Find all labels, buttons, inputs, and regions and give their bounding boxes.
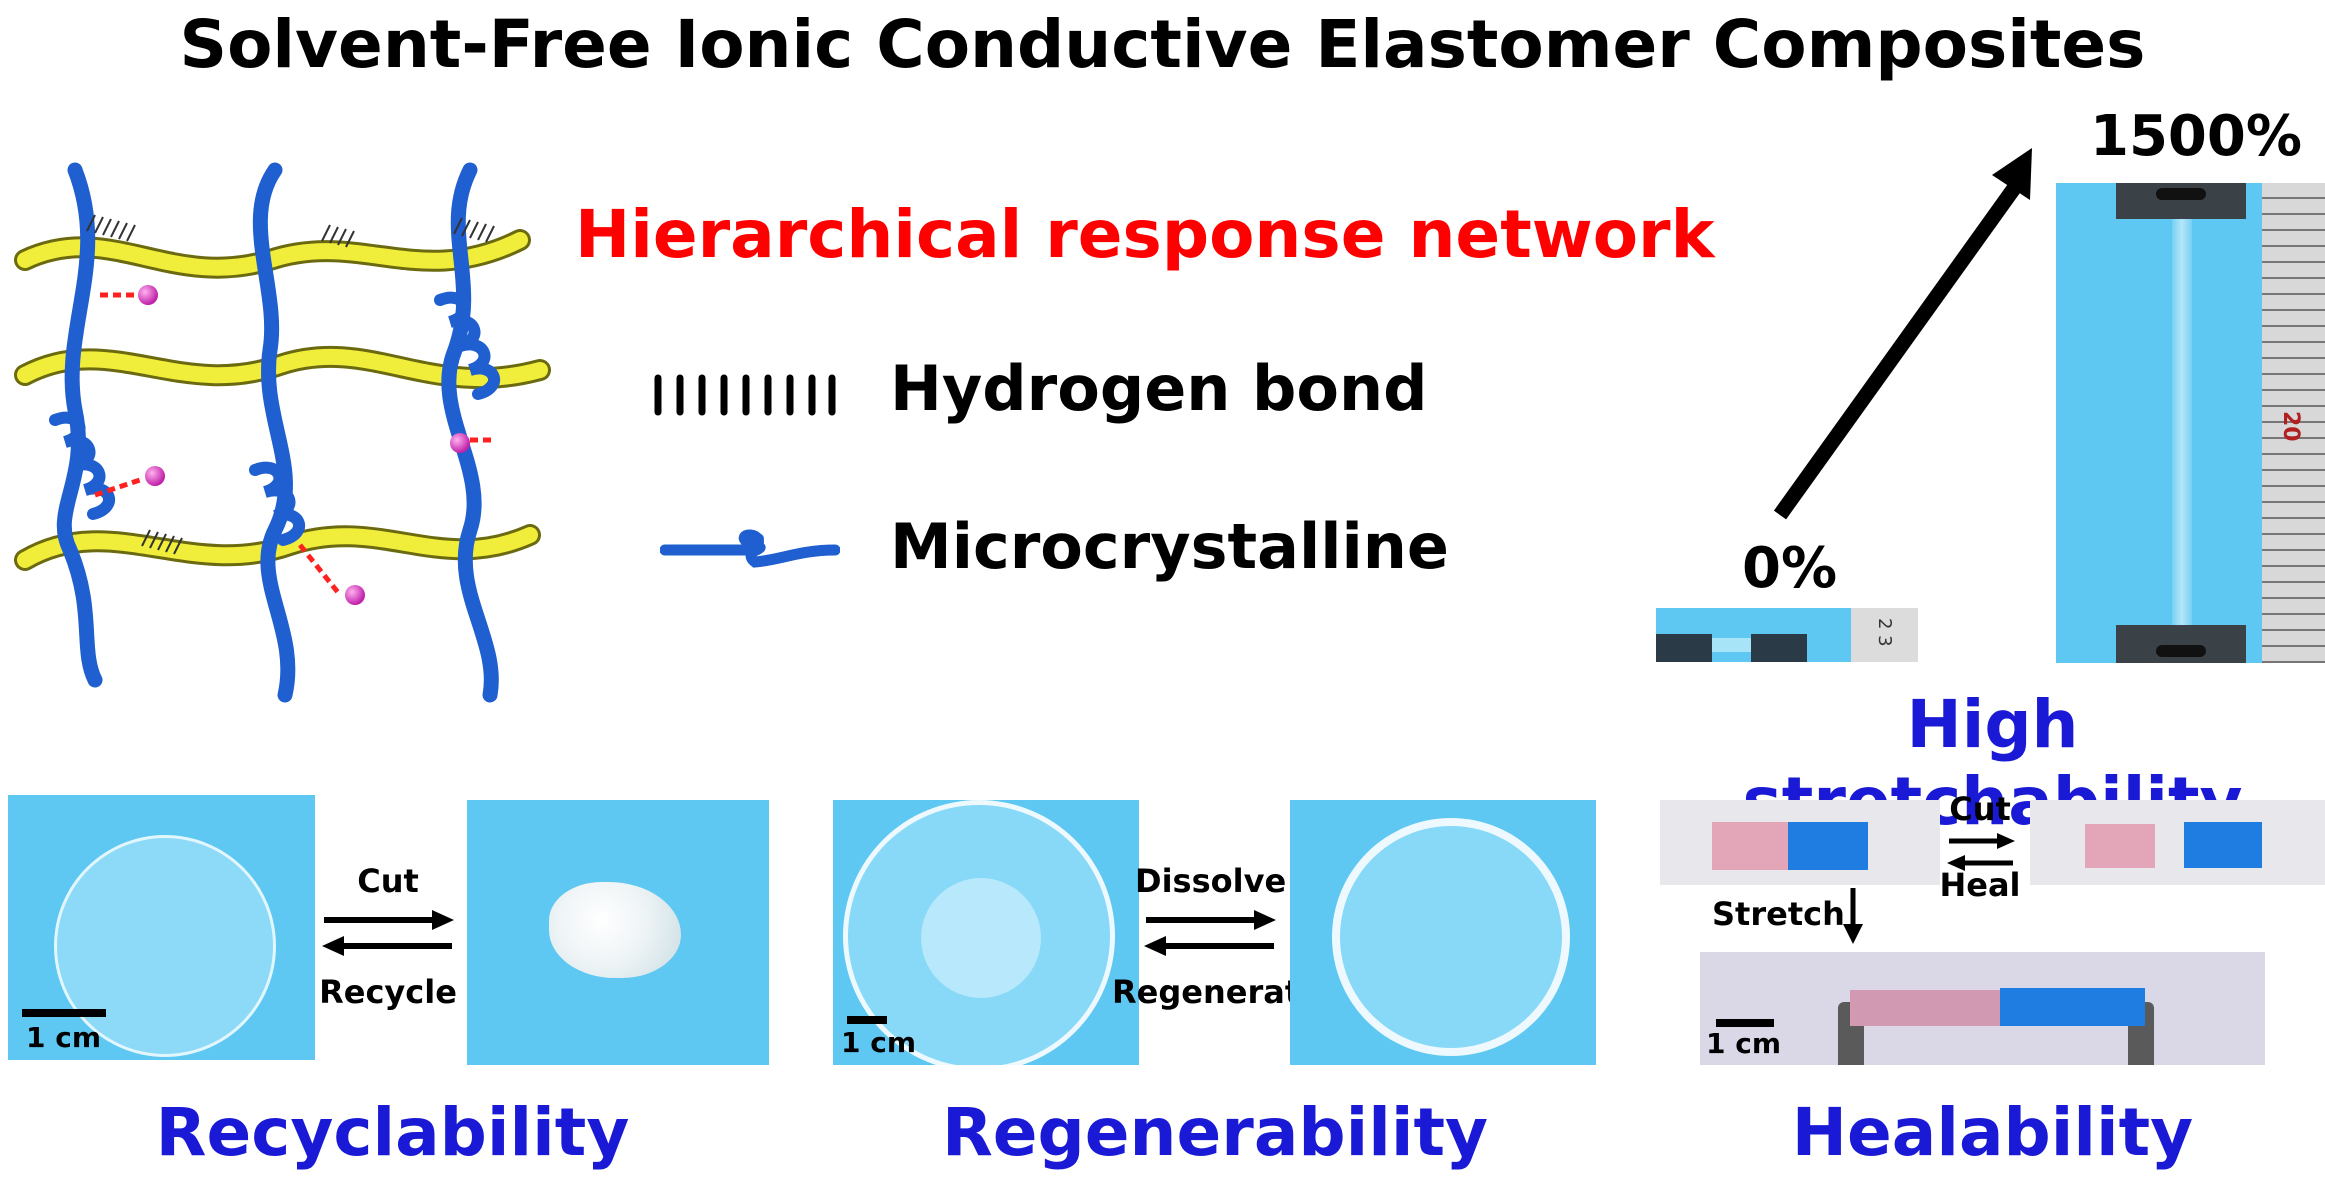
dissolved-dish-photo: 1 cm <box>833 800 1139 1065</box>
stretched-healed-photo: 1 cm <box>1700 952 2265 1065</box>
stretch-arrow <box>1773 148 2032 520</box>
network-label: Hierarchical response network <box>575 196 1715 273</box>
regenerated-dish-photo <box>1290 800 1596 1065</box>
clamp <box>1656 634 1712 662</box>
scale-label: 1 cm <box>26 1021 102 1054</box>
blue-stretched-half <box>2000 988 2145 1026</box>
scale-bar <box>847 1016 887 1024</box>
clamp <box>1751 634 1807 662</box>
regenerability-caption: Regenerability <box>941 1094 1489 1171</box>
stretched-sample <box>2172 219 2192 625</box>
microcrystalline-coils <box>49 291 500 546</box>
sample-strip <box>1712 638 1751 652</box>
ion-interactions <box>94 285 495 605</box>
petri-dish <box>1332 818 1570 1056</box>
scale-label: 1 cm <box>1706 1027 1782 1060</box>
dissolved-film <box>921 878 1041 998</box>
stretch-end-label: 1500% <box>2090 104 2302 169</box>
pink-sample-piece <box>2085 824 2155 868</box>
joined-sample-photo <box>1660 800 1940 885</box>
yellow-polymer-chains <box>14 229 551 571</box>
hydrogen-bond-marks <box>86 214 495 555</box>
heal-label: Heal <box>1939 866 2021 904</box>
scale-bar <box>22 1009 106 1017</box>
healability-caption: Healability <box>1791 1094 2194 1171</box>
bottom-clamp-screw <box>2156 645 2206 657</box>
hydrogen-bond-legend-icon <box>654 374 836 416</box>
cut-label: Cut <box>357 862 419 900</box>
ruler-mark: 20 <box>2278 411 2303 442</box>
scale-label: 1 cm <box>841 1026 917 1059</box>
blue-sample-half <box>1788 822 1868 870</box>
film-disc-photo: 1 cm <box>8 795 315 1060</box>
network-schematic <box>14 162 551 703</box>
stretch-start-label: 0% <box>1742 536 1838 601</box>
cut-heal-arrows <box>1947 833 2015 871</box>
stretch-label: Stretch <box>1712 895 1845 933</box>
microcrystalline-legend-label: Microcrystalline <box>890 510 1449 583</box>
scale-bar <box>1716 1019 1774 1027</box>
transparent-disc <box>54 835 276 1057</box>
pink-sample-half <box>1712 822 1788 870</box>
heal-cut-label: Cut <box>1949 790 2011 828</box>
separated-sample-photo <box>2030 800 2325 885</box>
ruler-mark: 2 3 <box>1874 618 1895 647</box>
regenerate-label: Regenerate <box>1112 973 1322 1011</box>
bottom-clamp <box>2116 625 2246 663</box>
unstretched-sample-photo: 2 3 <box>1656 608 1918 662</box>
pink-stretched-half <box>1850 990 2000 1026</box>
shredded-pieces-photo <box>467 800 769 1065</box>
recyclability-caption: Recyclability <box>155 1094 630 1171</box>
top-clamp-screw <box>2156 188 2206 200</box>
stretched-sample-photo: 20 <box>2056 183 2325 663</box>
hydrogen-bond-legend-label: Hydrogen bond <box>890 352 1428 425</box>
shredded-pieces <box>549 882 681 978</box>
microcrystalline-legend-icon <box>660 529 840 568</box>
regenerate-arrows <box>1144 910 1276 956</box>
blue-sample-piece <box>2184 822 2262 868</box>
ruler <box>1851 608 1918 662</box>
recycle-arrows <box>322 910 454 956</box>
dissolve-label: Dissolve <box>1135 862 1287 900</box>
ruler <box>2262 183 2325 663</box>
recycle-label: Recycle <box>319 973 457 1011</box>
stretch-down-arrow <box>1843 888 1863 944</box>
figure-title: Solvent-Free Ionic Conductive Elastomer … <box>179 6 2146 83</box>
